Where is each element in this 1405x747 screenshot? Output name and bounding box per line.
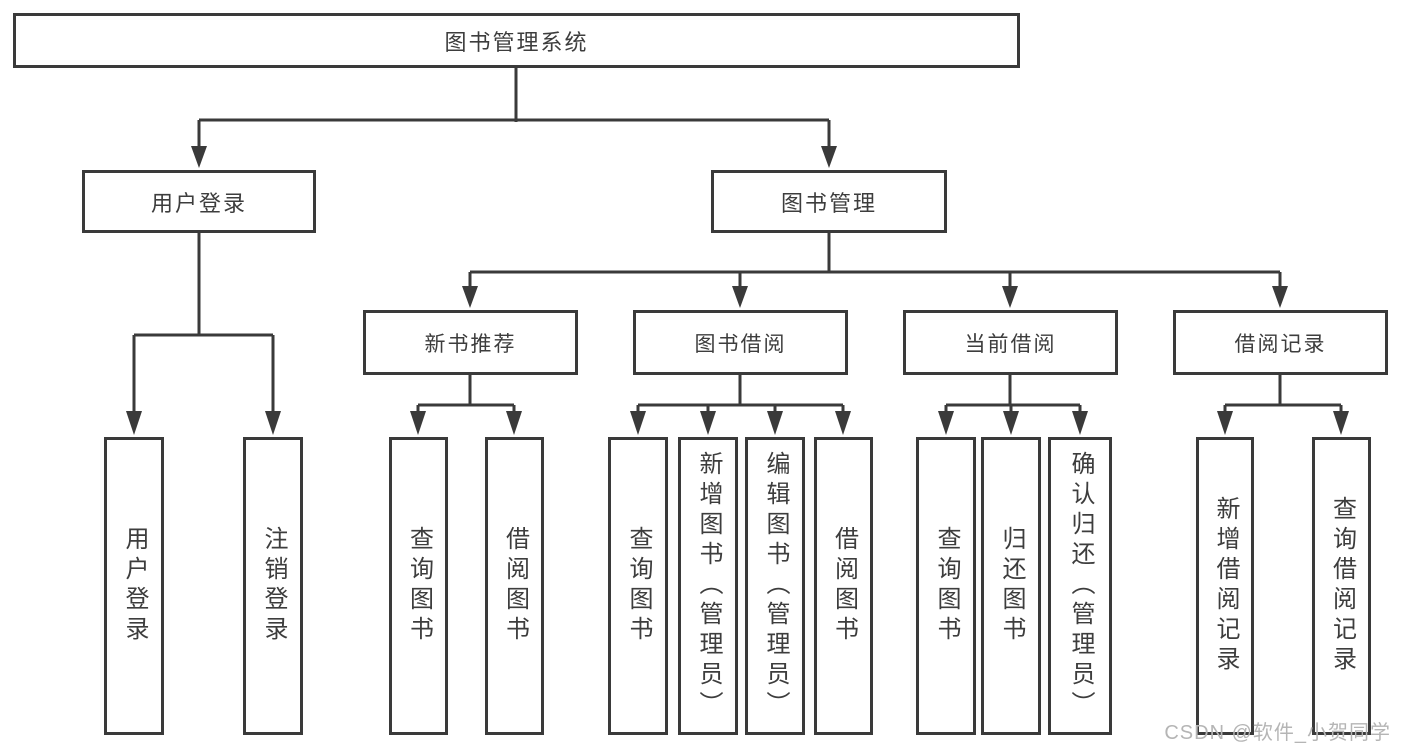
node-label: 新书推荐 <box>424 332 517 356</box>
node-label: 查询图书 <box>933 526 960 646</box>
node-label: 新增图书（管理员） <box>695 451 722 721</box>
node-label: 用户登录 <box>121 526 148 646</box>
node-borrow-records: 借阅记录 <box>1173 310 1388 375</box>
node-label: 编辑图书（管理员） <box>762 451 789 721</box>
leaf-newbook-query-books: 查询图书 <box>389 437 448 735</box>
connector-bookmgmt-to-level3 <box>468 233 1282 290</box>
node-root-library-system: 图书管理系统 <box>13 13 1020 68</box>
leaf-borrow-query-books: 查询图书 <box>608 437 668 735</box>
node-label: 借阅图书 <box>501 526 529 646</box>
node-label: 归还图书 <box>998 526 1025 646</box>
leaf-borrow-borrow-books: 借阅图书 <box>814 437 873 735</box>
leaf-user-login: 用户登录 <box>104 437 164 735</box>
node-label: 图书借阅 <box>694 332 787 356</box>
leaf-newbook-borrow-books: 借阅图书 <box>485 437 544 735</box>
node-label: 注销登录 <box>260 526 287 646</box>
leaf-current-return-books: 归还图书 <box>981 437 1041 735</box>
node-book-borrow: 图书借阅 <box>633 310 848 375</box>
leaf-records-query-record: 查询借阅记录 <box>1312 437 1371 735</box>
node-label: 用户登录 <box>150 190 247 216</box>
node-label: 当前借阅 <box>964 332 1057 356</box>
connector-currentborrow-to-leaves <box>944 375 1082 415</box>
leaf-records-add-record: 新增借阅记录 <box>1196 437 1254 735</box>
leaf-current-query-books: 查询图书 <box>916 437 976 735</box>
connector-bookborrow-to-leaves <box>636 375 845 415</box>
node-label: 图书管理 <box>780 190 877 216</box>
node-label: 新增借阅记录 <box>1212 496 1239 676</box>
node-current-borrow: 当前借阅 <box>903 310 1118 375</box>
node-label: 图书管理系统 <box>444 29 589 55</box>
node-label: 查询借阅记录 <box>1328 496 1356 676</box>
node-label: 借阅记录 <box>1234 332 1327 356</box>
node-label: 查询图书 <box>625 526 652 646</box>
node-label: 查询图书 <box>405 526 433 646</box>
node-label: 确认归还（管理员） <box>1067 451 1094 721</box>
node-new-book-recommend: 新书推荐 <box>363 310 578 375</box>
connector-userlogin-to-leaves <box>132 233 275 415</box>
leaf-borrow-edit-books-admin: 编辑图书（管理员） <box>745 437 805 735</box>
leaf-logout: 注销登录 <box>243 437 303 735</box>
leaf-borrow-add-books-admin: 新增图书（管理员） <box>678 437 738 735</box>
node-book-management: 图书管理 <box>711 170 947 233</box>
csdn-watermark: CSDN @软件_小贺同学 <box>1164 722 1391 744</box>
connector-records-to-leaves <box>1223 375 1343 415</box>
connector-root-to-level2 <box>197 68 831 150</box>
connector-newbook-to-leaves <box>416 375 516 415</box>
leaf-current-confirm-return-admin: 确认归还（管理员） <box>1048 437 1112 735</box>
node-label: 借阅图书 <box>830 526 858 646</box>
node-user-login: 用户登录 <box>82 170 316 233</box>
